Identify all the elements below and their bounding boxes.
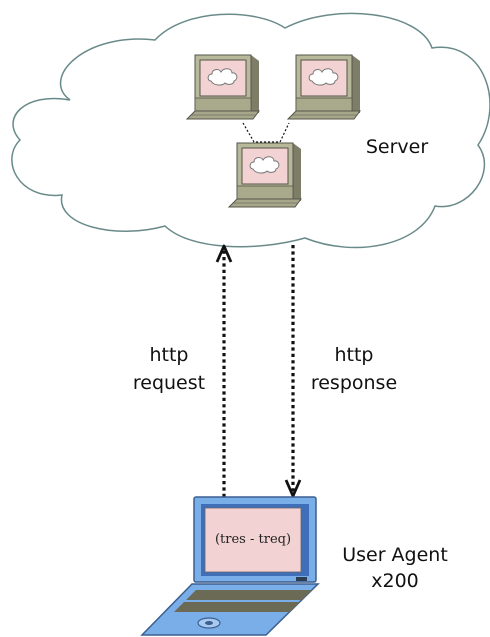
request-label-line2: request <box>132 372 206 394</box>
server-label: Server <box>365 136 429 158</box>
user-agent-label-line1: User Agent <box>342 544 448 566</box>
server-computer-left <box>187 55 259 119</box>
request-arrow-head <box>215 244 233 263</box>
request-label-line1: http <box>149 344 189 366</box>
laptop-icon <box>140 496 320 636</box>
response-arrow-head <box>284 479 302 498</box>
server-computer-right <box>288 55 360 119</box>
user-agent-label-line2: x200 <box>371 570 419 592</box>
laptop-screen-text: (tres - treq) <box>214 532 292 547</box>
response-label-line1: http <box>334 344 374 366</box>
server-computer-center <box>229 143 301 207</box>
server-cloud <box>11 12 490 249</box>
response-label-line2: response <box>310 372 398 394</box>
